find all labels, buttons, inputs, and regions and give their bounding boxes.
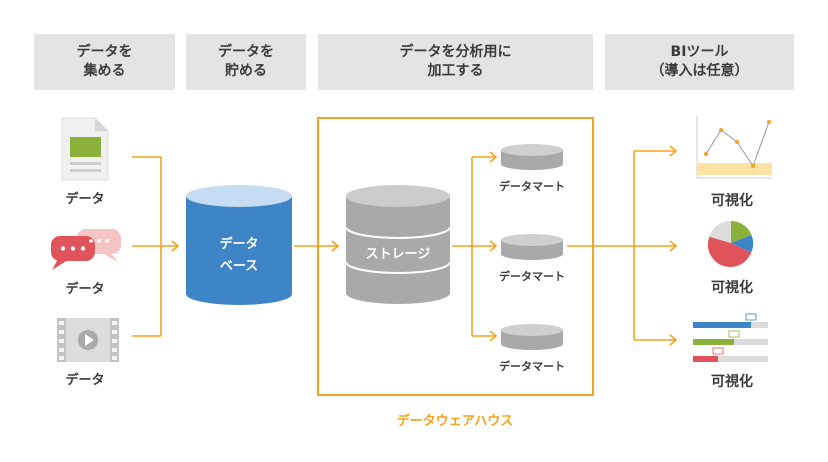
document-icon bbox=[61, 117, 109, 181]
datamart-label: データマート bbox=[499, 360, 565, 373]
bar-progress-icon bbox=[693, 313, 768, 362]
header-store: データを 貯める bbox=[186, 34, 306, 90]
storage-cylinder-icon bbox=[345, 185, 451, 304]
visualize-label-bars: 可視化 bbox=[711, 374, 753, 390]
source-connector-arrows bbox=[132, 156, 180, 337]
warehouse-to-bi-arrows bbox=[567, 145, 678, 346]
visualize-label-pie: 可視化 bbox=[711, 280, 753, 296]
header-collect: データを 集める bbox=[34, 34, 175, 90]
storage-to-datamart-arrows bbox=[452, 151, 498, 342]
data-warehouse-label: データウェアハウス bbox=[396, 414, 514, 429]
datamart-cylinder-icon bbox=[501, 144, 563, 170]
header-process: データを分析用に 加工する bbox=[318, 34, 593, 90]
database-label: データ ベース bbox=[219, 237, 259, 274]
pie-chart-icon bbox=[707, 220, 754, 267]
data-warehouse-frame bbox=[317, 117, 594, 396]
database-cylinder-icon bbox=[186, 185, 292, 305]
visualize-label-line: 可視化 bbox=[711, 193, 753, 209]
datamart-label: データマート bbox=[499, 180, 565, 193]
data-label-video: データ bbox=[65, 373, 105, 388]
data-label-document: データ bbox=[65, 192, 105, 207]
data-label-chat: データ bbox=[65, 282, 105, 297]
database-to-storage-arrow bbox=[294, 240, 340, 252]
video-film-icon bbox=[57, 318, 119, 362]
datamart-cylinder-icon bbox=[501, 234, 563, 260]
datamart-label: データマート bbox=[499, 270, 565, 283]
chat-bubbles-icon bbox=[51, 229, 121, 270]
storage-label: ストレージ bbox=[365, 247, 431, 262]
datamart-cylinder-icon bbox=[501, 324, 563, 350]
line-chart-icon bbox=[696, 116, 772, 179]
header-bi-tool: BIツール （導入は任意） bbox=[605, 34, 794, 90]
